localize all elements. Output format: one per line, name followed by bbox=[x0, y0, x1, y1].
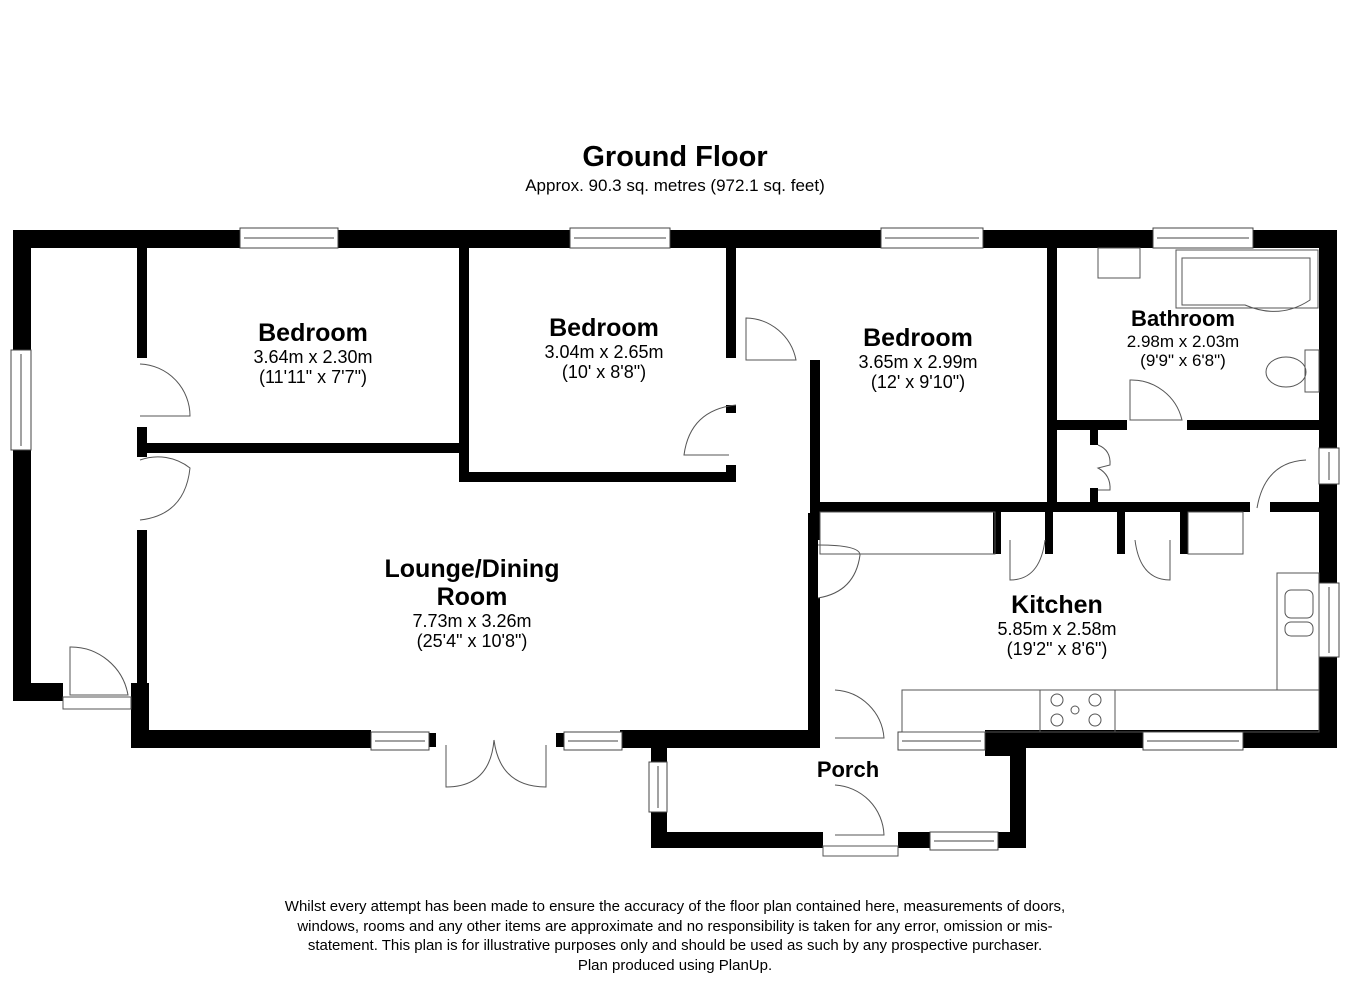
disclaimer-line: windows, rooms and any other items are a… bbox=[297, 917, 1053, 935]
room-bathroom: Bathroom 2.98m x 2.03m (9'9" x 6'8") bbox=[1126, 306, 1240, 370]
kitchen-sink-icon bbox=[1276, 572, 1320, 691]
room-metric: 5.85m x 2.58m bbox=[997, 619, 1117, 639]
disclaimer: Whilst every attempt has been made to en… bbox=[0, 897, 1350, 975]
fixtures bbox=[819, 247, 1320, 733]
room-imperial: (25'4" x 10'8") bbox=[416, 631, 528, 652]
bathroom-basin-icon bbox=[1097, 247, 1141, 279]
disclaimer-line: statement. This plan is for illustrative… bbox=[307, 937, 1043, 954]
room-lounge-dining: Lounge/Dining Room 7.73m x 3.26m (25'4" … bbox=[385, 555, 560, 651]
room-name-line1: Lounge/Dining bbox=[384, 555, 560, 583]
toilet-icon bbox=[1304, 349, 1320, 393]
disclaimer-line: Whilst every attempt has been made to en… bbox=[284, 898, 1066, 915]
room-bedroom-1: Bedroom 3.64m x 2.30m (11'11" x 7'7") bbox=[253, 319, 372, 387]
room-imperial: (12' x 9'10") bbox=[870, 372, 966, 393]
floor-title: Ground Floor bbox=[582, 141, 768, 173]
room-name: Bedroom bbox=[549, 314, 659, 342]
windows bbox=[10, 227, 1340, 851]
floor-area: Approx. 90.3 sq. metres (972.1 sq. feet) bbox=[525, 176, 825, 195]
room-name: Bedroom bbox=[863, 324, 973, 352]
room-metric: 3.65m x 2.99m bbox=[858, 352, 978, 372]
room-name: Bathroom bbox=[1131, 306, 1235, 331]
room-imperial: (11'11" x 7'7") bbox=[258, 367, 368, 388]
room-metric: 3.64m x 2.30m bbox=[253, 347, 373, 367]
room-bedroom-3: Bedroom 3.65m x 2.99m (12' x 9'10") bbox=[858, 324, 977, 392]
room-name: Porch bbox=[816, 757, 880, 782]
room-metric: 3.04m x 2.65m bbox=[544, 342, 664, 362]
room-metric: 7.73m x 3.26m bbox=[412, 611, 532, 631]
room-bedroom-2: Bedroom 3.04m x 2.65m (10' x 8'8") bbox=[544, 314, 663, 382]
room-porch: Porch bbox=[816, 757, 880, 783]
kitchen-worktop-bottom bbox=[901, 689, 1320, 733]
room-name: Kitchen bbox=[1011, 591, 1103, 619]
bath-icon bbox=[1175, 249, 1319, 309]
room-name-line2: Room bbox=[436, 583, 508, 611]
doors bbox=[62, 317, 1307, 857]
room-kitchen: Kitchen 5.85m x 2.58m (19'2" x 8'6") bbox=[997, 591, 1116, 659]
room-imperial: (19'2" x 8'6") bbox=[1006, 639, 1108, 660]
room-metric: 2.98m x 2.03m bbox=[1126, 331, 1240, 351]
hob-icon bbox=[1050, 693, 1102, 727]
disclaimer-line: Plan produced using PlanUp. bbox=[577, 956, 773, 974]
room-imperial: (9'9" x 6'8") bbox=[1140, 350, 1226, 370]
kitchen-worktop-top bbox=[819, 511, 996, 555]
room-imperial: (10' x 8'8") bbox=[561, 362, 647, 383]
room-name: Bedroom bbox=[258, 319, 368, 347]
